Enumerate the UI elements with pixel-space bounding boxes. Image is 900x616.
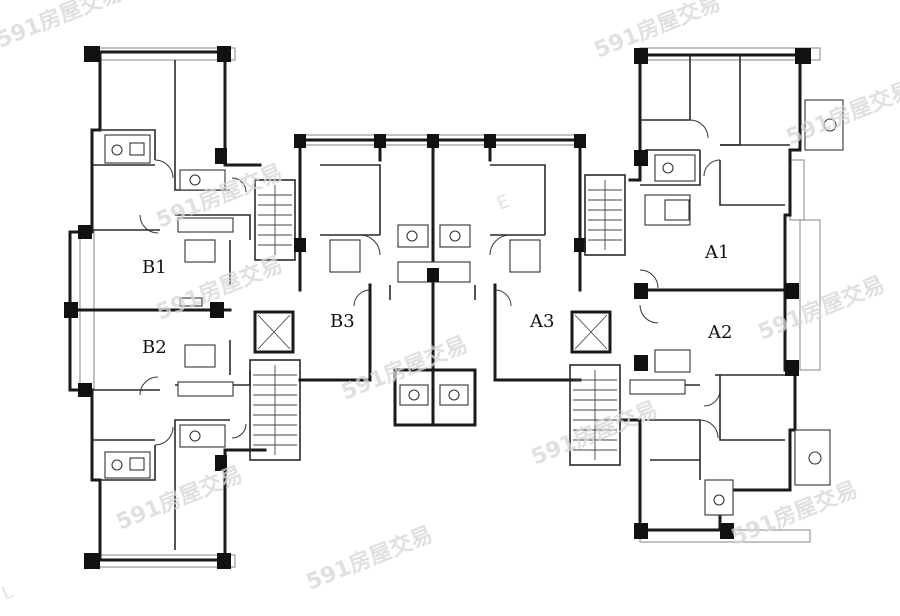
watermark-letter-l: L	[0, 581, 16, 604]
unit-label-b2: B2	[142, 337, 167, 358]
watermark-top-left: 591房屋交易	[0, 0, 126, 54]
right-core	[569, 174, 626, 466]
unit-label-b1: B1	[142, 257, 167, 278]
watermark-letter-e: E	[494, 191, 512, 215]
watermark-bottom: 591房屋交易	[303, 521, 437, 595]
right-wing	[618, 47, 844, 543]
unit-label-a2: A2	[707, 322, 732, 343]
unit-label-a3: A3	[529, 311, 554, 332]
left-wing	[64, 46, 267, 569]
unit-label-a1: A1	[704, 242, 729, 263]
unit-label-b3: B3	[330, 311, 355, 332]
watermark-bottom-right: 591房屋交易	[728, 476, 862, 550]
centre-wing	[294, 134, 586, 427]
watermark-right: 591房屋交易	[755, 271, 889, 345]
left-core	[249, 179, 301, 461]
